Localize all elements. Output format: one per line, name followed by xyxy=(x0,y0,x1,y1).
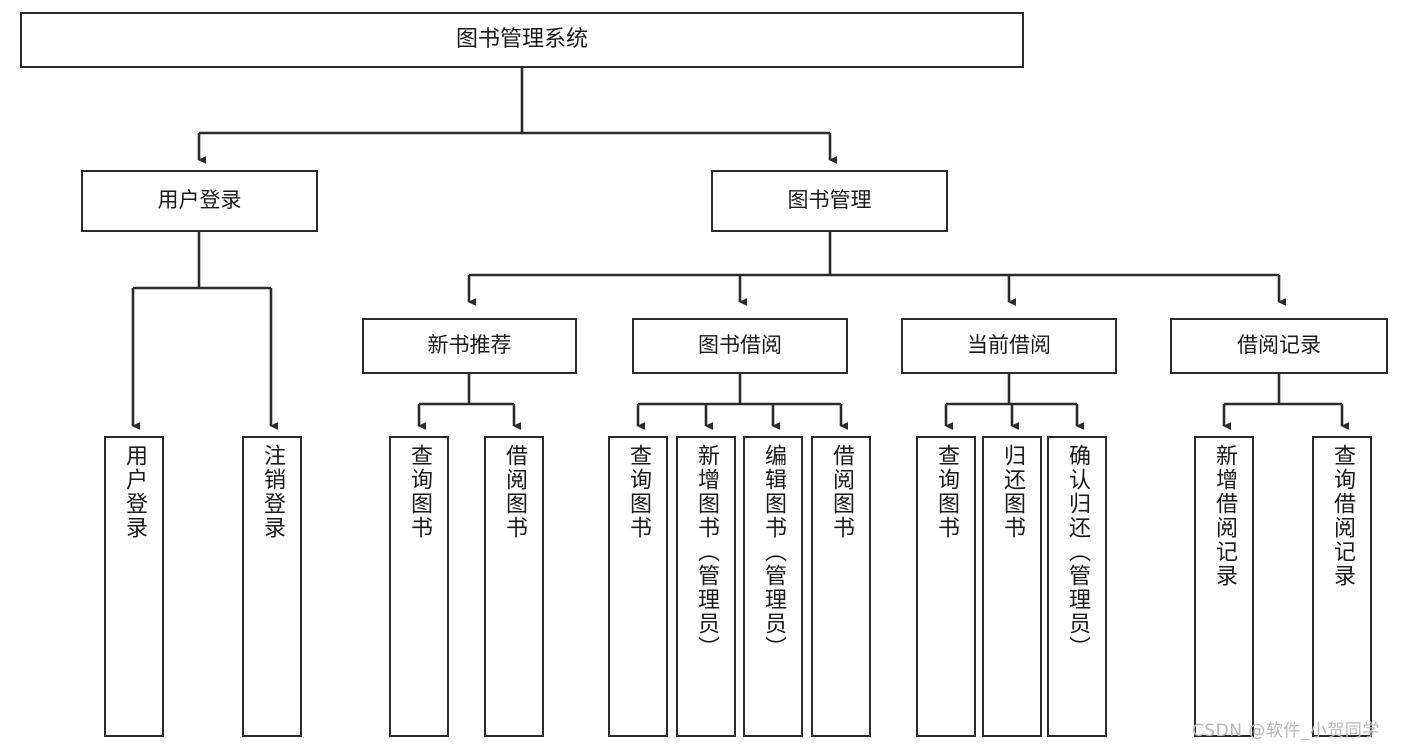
node-label: 查询图书 xyxy=(626,444,651,540)
node-label: 图书管理 xyxy=(787,188,872,213)
node-book-borrowing[interactable]: 图书借阅 xyxy=(632,318,848,374)
node-root-book-management-system[interactable]: 图书管理系统 xyxy=(20,12,1024,68)
leaf-return-books[interactable]: 归还图书 xyxy=(982,436,1042,737)
leaf-borrow-books-new-recommendation[interactable]: 借阅图书 xyxy=(484,436,544,737)
node-label: 图书借阅 xyxy=(698,333,782,358)
leaf-add-borrowing-record[interactable]: 新增借阅记录 xyxy=(1194,436,1254,737)
leaf-query-books-current[interactable]: 查询图书 xyxy=(916,436,976,737)
node-label: 用户登录 xyxy=(122,444,147,540)
leaf-logout[interactable]: 注销登录 xyxy=(242,436,302,737)
leaf-query-books-borrowing[interactable]: 查询图书 xyxy=(608,436,668,737)
node-label: 确认归还（管理员） xyxy=(1065,444,1090,660)
node-current-borrowing[interactable]: 当前借阅 xyxy=(901,318,1117,374)
node-label: 用户登录 xyxy=(157,188,242,213)
leaf-confirm-return-admin[interactable]: 确认归还（管理员） xyxy=(1047,436,1107,737)
node-label: 新书推荐 xyxy=(427,333,512,358)
node-label: 注销登录 xyxy=(260,444,285,540)
node-label: 查询借阅记录 xyxy=(1330,444,1355,588)
watermark: CSDN @软件_小贺同学 xyxy=(1192,721,1380,741)
node-label: 新增图书（管理员） xyxy=(694,444,719,660)
node-label: 借阅图书 xyxy=(502,444,527,540)
leaf-query-books-new-recommendation[interactable]: 查询图书 xyxy=(389,436,449,737)
node-label: 查询图书 xyxy=(934,444,959,540)
node-label: 当前借阅 xyxy=(967,333,1051,358)
node-label: 借阅图书 xyxy=(829,444,854,540)
node-borrowing-records[interactable]: 借阅记录 xyxy=(1170,318,1388,374)
node-label: 图书管理系统 xyxy=(455,26,588,52)
node-user-login[interactable]: 用户登录 xyxy=(81,170,318,232)
leaf-borrow-books-borrowing[interactable]: 借阅图书 xyxy=(811,436,871,737)
node-book-management[interactable]: 图书管理 xyxy=(711,170,948,232)
node-label: 归还图书 xyxy=(1000,444,1025,540)
node-label: 借阅记录 xyxy=(1237,333,1321,358)
node-label: 查询图书 xyxy=(407,444,432,540)
leaf-add-book-admin[interactable]: 新增图书（管理员） xyxy=(676,436,736,737)
leaf-edit-book-admin[interactable]: 编辑图书（管理员） xyxy=(743,436,803,737)
node-label: 新增借阅记录 xyxy=(1212,444,1237,588)
leaf-user-login[interactable]: 用户登录 xyxy=(104,436,164,737)
leaf-query-borrowing-record[interactable]: 查询借阅记录 xyxy=(1312,436,1372,737)
node-label: 编辑图书（管理员） xyxy=(761,444,786,660)
node-new-book-recommendation[interactable]: 新书推荐 xyxy=(362,318,577,374)
